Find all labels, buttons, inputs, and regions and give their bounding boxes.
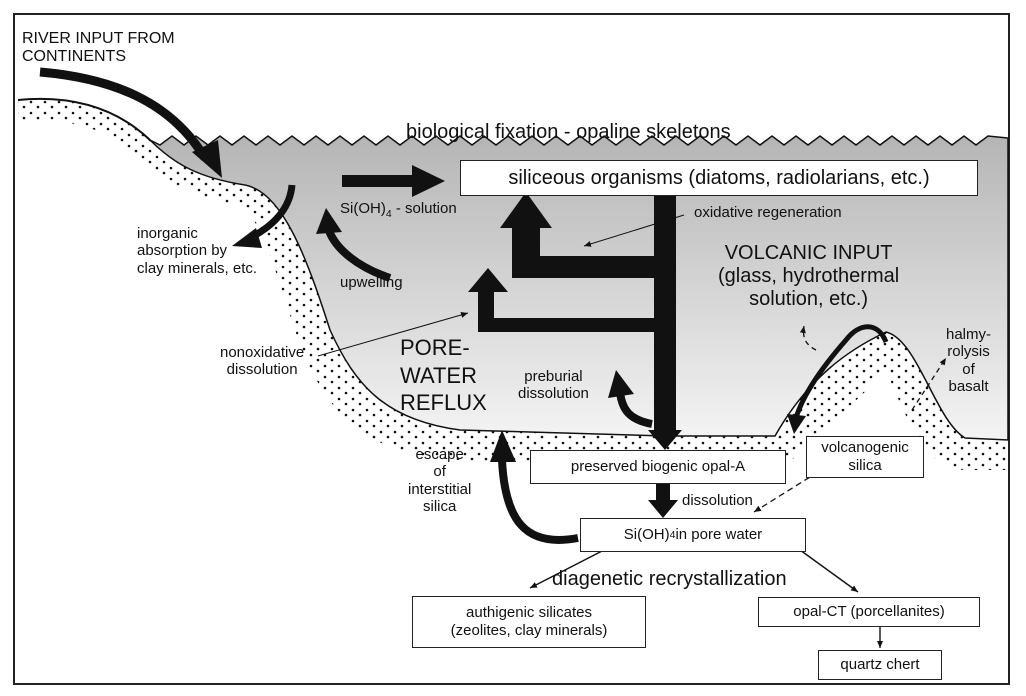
ocean-water bbox=[149, 135, 1009, 441]
dissolution-label: dissolution bbox=[682, 492, 753, 509]
nonoxidative-dissolution-label: nonoxidative dissolution bbox=[220, 344, 305, 379]
volcanic-dashed-up bbox=[799, 325, 817, 351]
river-input-arrow bbox=[39, 67, 209, 161]
oxidative-regeneration-branch bbox=[500, 192, 656, 278]
oxidative-pointer bbox=[583, 214, 685, 247]
inorganic-absorption-label: inorganic absorption by clay minerals, e… bbox=[137, 225, 258, 277]
solution-to-organisms-shaft bbox=[342, 175, 414, 187]
nonoxidative-pointer bbox=[317, 312, 469, 357]
upwelling-arrowhead bbox=[316, 208, 342, 234]
pore-water-reflux-label: PORE- WATER REFLUX bbox=[400, 335, 487, 415]
absorption-arrowhead bbox=[232, 228, 262, 248]
dissolution-shaft bbox=[656, 484, 670, 502]
upwelling-arrow bbox=[324, 226, 392, 282]
opal-ct-box: opal-CT (porcellanites) bbox=[758, 597, 980, 627]
sinking-shaft bbox=[654, 195, 676, 433]
pore-water-reflux-branch bbox=[468, 268, 656, 332]
pore-water-box: Si(OH)4 in pore water bbox=[580, 518, 806, 552]
quartz-chert-box: quartz chert bbox=[818, 650, 942, 680]
siliceous-organisms-box: siliceous organisms (diatoms, radiolaria… bbox=[460, 160, 978, 196]
upwelling-label: upwelling bbox=[340, 274, 403, 291]
halmyrolysis-label: halmy- rolysis of basalt bbox=[946, 326, 992, 395]
sinking-arrowhead bbox=[648, 430, 682, 450]
escape-arrowhead bbox=[490, 430, 516, 462]
solution-label: Si(OH)4 - solution bbox=[340, 200, 457, 220]
solution-to-organisms-arrowhead bbox=[412, 165, 445, 197]
diagenetic-recrystallization-label: diagenetic recrystallization bbox=[552, 568, 787, 590]
river-input-arrowhead bbox=[192, 140, 222, 178]
sediment-layer bbox=[18, 98, 1008, 471]
escape-arrow bbox=[498, 459, 579, 544]
volcanogenic-silica-box: volcanogenic silica bbox=[806, 436, 924, 478]
preburial-arrow bbox=[616, 391, 653, 428]
volcanic-input-curve bbox=[793, 324, 889, 419]
volcanogenic-to-pore-dashed bbox=[753, 471, 819, 513]
preburial-arrowhead bbox=[608, 370, 634, 398]
volcanic-input-arrowhead bbox=[787, 414, 806, 434]
to-opal-ct-arrow bbox=[799, 549, 859, 593]
to-authigenic-arrow bbox=[529, 549, 605, 589]
halmyrolysis-dashed bbox=[911, 357, 947, 411]
continent-surface bbox=[17, 97, 151, 141]
escape-interstitial-label: escape of interstitial silica bbox=[408, 446, 472, 515]
oxidative-regeneration-label: oxidative regeneration bbox=[694, 204, 842, 221]
river-input-label: RIVER INPUT FROM CONTINENTS bbox=[22, 30, 175, 66]
preburial-dissolution-label: preburial dissolution bbox=[518, 368, 589, 403]
biological-fixation-label: biological fixation - opaline skeletons bbox=[406, 121, 731, 143]
dissolution-arrowhead bbox=[648, 500, 678, 518]
preserved-opal-box: preserved biogenic opal-A bbox=[530, 450, 786, 484]
authigenic-silicates-box: authigenic silicates (zeolites, clay min… bbox=[412, 596, 646, 648]
volcanic-input-label: VOLCANIC INPUT (glass, hydrothermal solu… bbox=[718, 242, 900, 310]
